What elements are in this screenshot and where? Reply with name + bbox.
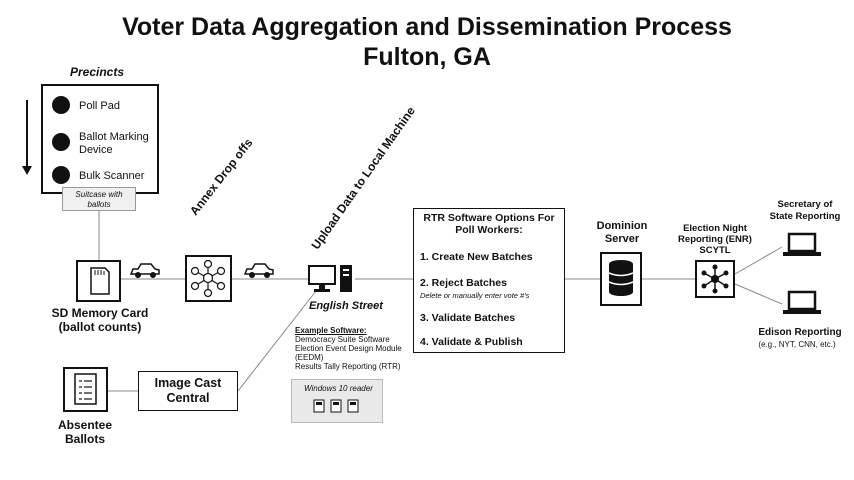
annex-hub-box [185, 255, 232, 302]
edison-label-1: Edison Reporting [758, 327, 842, 338]
sd-card-box [76, 260, 121, 302]
edison-label-2: (e.g., NYT, CNN, etc.) [758, 340, 836, 349]
dominion-server-box [600, 252, 642, 306]
rtr-options-box [413, 208, 565, 353]
rtr-option-reject: 2. Reject Batches [420, 277, 507, 289]
card-reader-icon [313, 399, 359, 413]
sd-card-icon [90, 267, 110, 295]
english-street-label: English Street [309, 300, 383, 312]
dominion-label-2: Server [604, 233, 640, 245]
sos-label-2: State Reporting [769, 211, 841, 222]
desktop-computer-icon [308, 265, 352, 292]
image-cast-label-1: Image Cast [154, 376, 222, 390]
connector [734, 283, 783, 305]
bulk-scanner-icon [52, 166, 70, 184]
car-icon [243, 263, 274, 278]
enr-label-3: SCYTL [699, 245, 731, 256]
ballot-marking-device-icon [52, 133, 70, 151]
precincts-heading: Precincts [70, 65, 125, 79]
rtr-heading-line-2: Poll Workers: [455, 224, 523, 236]
ballot-checklist-icon [74, 373, 97, 405]
title-line-2: Fulton, GA [363, 43, 491, 71]
car-icon [129, 263, 160, 278]
poll-pad-icon [52, 96, 70, 114]
software-item: Democracy Suite Software [295, 335, 390, 344]
precinct-item-ballot-marking-device: Ballot Marking Device [79, 131, 149, 156]
network-hub-icon [701, 264, 729, 294]
connector [237, 290, 317, 392]
suitcase-label: Suitcase with ballots [62, 187, 136, 211]
rtr-option-reject-note: Delete or manually enter vote #'s [420, 291, 530, 300]
windows-reader-label: Windows 10 reader [304, 384, 373, 393]
rtr-option-create: 1. Create New Batches [420, 251, 533, 263]
rtr-heading-line-1: RTR Software Options For [423, 212, 555, 224]
laptop-icon [783, 290, 821, 314]
database-icon [608, 260, 634, 296]
image-cast-label-2: Central [166, 391, 210, 405]
flow-arrow-head [22, 166, 32, 175]
sos-label-1: Secretary of [777, 199, 833, 210]
enr-label-1: Election Night [683, 223, 747, 234]
rtr-option-validate-publish: 4. Validate & Publish [420, 336, 523, 348]
absentee-ballots-box [63, 367, 108, 412]
dominion-label-1: Dominion [596, 220, 648, 232]
software-item: Election Event Design Module [295, 344, 402, 353]
sd-card-label-2: (ballot counts) [58, 320, 142, 334]
connector [734, 246, 783, 275]
precinct-item-bulk-scanner: Bulk Scanner [79, 170, 145, 182]
network-hub-icon [190, 259, 226, 298]
title-line-1: Voter Data Aggregation and Dissemination… [122, 13, 732, 41]
image-cast-central-box: Image Cast Central [138, 371, 238, 411]
absentee-label-2: Ballots [64, 432, 105, 446]
software-heading: Example Software: [295, 326, 367, 335]
precinct-item-poll-pad: Poll Pad [79, 100, 120, 112]
laptop-icon [783, 232, 821, 256]
absentee-label-1: Absentee [57, 418, 113, 432]
enr-label-2: Reporting (ENR) [678, 234, 752, 245]
rtr-option-validate: 3. Validate Batches [420, 312, 516, 324]
software-item: (EEDM) [295, 353, 324, 362]
software-item: Results Tally Reporting (RTR) [295, 362, 401, 371]
sd-card-label-1: SD Memory Card [51, 306, 149, 320]
enr-box [695, 260, 735, 298]
